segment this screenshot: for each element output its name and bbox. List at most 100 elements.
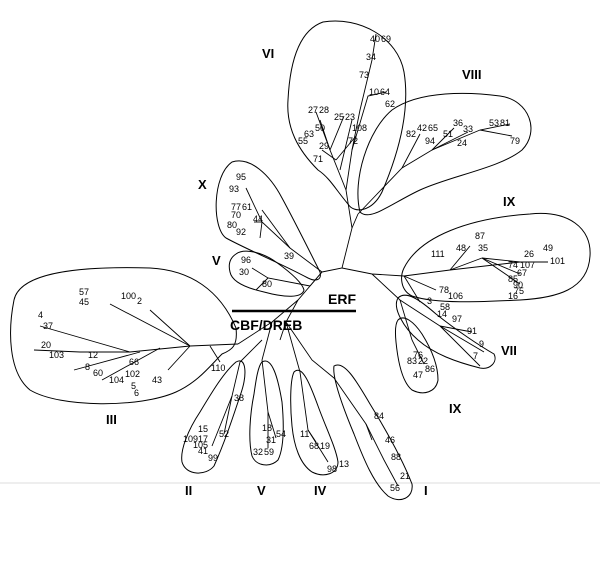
leaf-label: 95 — [236, 172, 246, 182]
leaf-label: 10 — [369, 87, 379, 97]
leaf-label: 79 — [510, 136, 520, 146]
leaf-label: 49 — [543, 243, 553, 253]
clade-ii-outline — [181, 360, 246, 474]
leaf-label: 108 — [352, 123, 367, 133]
leaf-label: 8 — [85, 362, 90, 372]
leaf-label: 56 — [390, 483, 400, 493]
leaves-viii: 42 65 82 94 36 33 51 24 53 81 79 — [406, 118, 520, 148]
leaf-label: 64 — [380, 87, 390, 97]
leaves-x: 95 93 77 61 70 44 80 92 39 — [227, 172, 294, 261]
leaf-label: 17 — [198, 434, 208, 444]
leaf-label: 73 — [359, 70, 369, 80]
leaf-label: 31 — [266, 435, 276, 445]
leaf-label: 83 — [407, 356, 417, 366]
clade-iii-outline — [10, 267, 237, 405]
group-label-iv: IV — [314, 483, 327, 498]
clade-ix-lower-outline — [394, 317, 439, 394]
leaves-ix-lower: 83 22 76 47 86 — [407, 350, 435, 380]
leaf-label: 15 — [198, 424, 208, 434]
clade-v-lower-outline — [249, 360, 284, 466]
leaf-label: 7 — [473, 351, 478, 361]
group-label-vii: VII — [501, 343, 517, 358]
leaf-label: 80 — [227, 220, 237, 230]
leaf-label: 66 — [129, 357, 139, 367]
leaf-label: 19 — [320, 441, 330, 451]
leaf-label: 13 — [339, 459, 349, 469]
leaf-label: 70 — [231, 210, 241, 220]
leaf-label: 101 — [550, 256, 565, 266]
leaf-label: 29 — [319, 141, 329, 151]
leaf-label: 96 — [241, 255, 251, 265]
leaf-label: 69 — [381, 34, 391, 44]
group-label-v-lower: V — [257, 483, 266, 498]
leaf-label: 104 — [109, 375, 124, 385]
leaf-label: 21 — [400, 471, 410, 481]
leaf-label: 16 — [508, 291, 518, 301]
tree-branches — [33, 33, 548, 487]
leaves-v-lower: 18 54 31 32 59 — [253, 423, 286, 457]
leaves-vi: 40 69 34 73 10 64 62 27 28 25 23 63 50 1… — [298, 34, 395, 164]
leaf-label: 87 — [475, 231, 485, 241]
group-label-x: X — [198, 177, 207, 192]
leaf-label: 98 — [327, 464, 337, 474]
leaf-label: 57 — [79, 287, 89, 297]
leaf-label: 27 — [308, 105, 318, 115]
leaf-label: 71 — [313, 154, 323, 164]
leaf-label: 53 — [489, 118, 499, 128]
leaf-label: 30 — [239, 267, 249, 277]
leaf-label: 105 — [193, 440, 208, 450]
leaf-label: 62 — [385, 99, 395, 109]
leaf-label: 38 — [234, 393, 244, 403]
leaf-label: 54 — [276, 429, 286, 439]
leaves-v-upper: 96 30 80 — [239, 255, 272, 289]
leaf-label: 76 — [413, 350, 423, 360]
leaf-label: 2 — [137, 296, 142, 306]
leaf-label: 11 — [300, 429, 309, 439]
leaf-label: 60 — [93, 368, 103, 378]
leaf-label: 85 — [508, 274, 518, 284]
leaf-label: 9 — [479, 339, 484, 349]
leaf-label: 3 — [427, 296, 432, 306]
leaf-label: 42 — [417, 123, 427, 133]
leaf-label: 35 — [478, 243, 488, 253]
leaf-label: 99 — [208, 453, 218, 463]
leaf-label: 88 — [391, 452, 401, 462]
group-label-viii: VIII — [462, 67, 482, 82]
leaf-label: 36 — [453, 118, 463, 128]
leaf-label: 22 — [418, 356, 428, 366]
leaf-label: 51 — [443, 129, 453, 139]
leaf-label: 103 — [49, 350, 64, 360]
leaves-ii: 38 15 52 109 17 105 41 99 — [183, 393, 244, 463]
clade-vi-outline — [287, 20, 407, 211]
leaf-label: 14 — [437, 309, 447, 319]
clade-ix-upper-outline — [401, 212, 591, 303]
leaf-label: 72 — [348, 136, 358, 146]
leaf-label: 37 — [43, 321, 53, 331]
leaf-label: 77 — [231, 202, 241, 212]
leaf-label: 6 — [134, 388, 139, 398]
leaf-label: 20 — [41, 340, 51, 350]
leaves-iii: 57 45 100 2 4 37 20 103 12 8 60 66 102 1… — [38, 287, 225, 398]
leaves-iv: 11 68 19 13 98 — [300, 429, 349, 474]
leaf-label: 43 — [152, 375, 162, 385]
leaf-label: 41 — [198, 446, 208, 456]
leaf-label: 97 — [452, 314, 462, 324]
leaf-label: 28 — [319, 105, 329, 115]
leaf-label: 5 — [131, 381, 136, 391]
leaf-label: 23 — [345, 112, 355, 122]
leaf-label: 74 — [508, 260, 518, 270]
group-label-vi: VI — [262, 46, 274, 61]
leaf-label: 75 — [514, 286, 524, 296]
clade-i-outline — [333, 364, 413, 500]
leaf-label: 111 — [431, 249, 445, 259]
erf-label: ERF — [328, 291, 356, 307]
leaf-label: 109 — [183, 434, 198, 444]
leaf-label: 90 — [513, 280, 523, 290]
cbf-dreb-label: CBF/DREB — [230, 317, 302, 333]
leaf-label: 78 — [439, 285, 449, 295]
group-label-v-upper: V — [212, 253, 221, 268]
leaf-label: 46 — [385, 435, 395, 445]
leaves-vii: 14 97 91 9 7 — [437, 309, 484, 361]
